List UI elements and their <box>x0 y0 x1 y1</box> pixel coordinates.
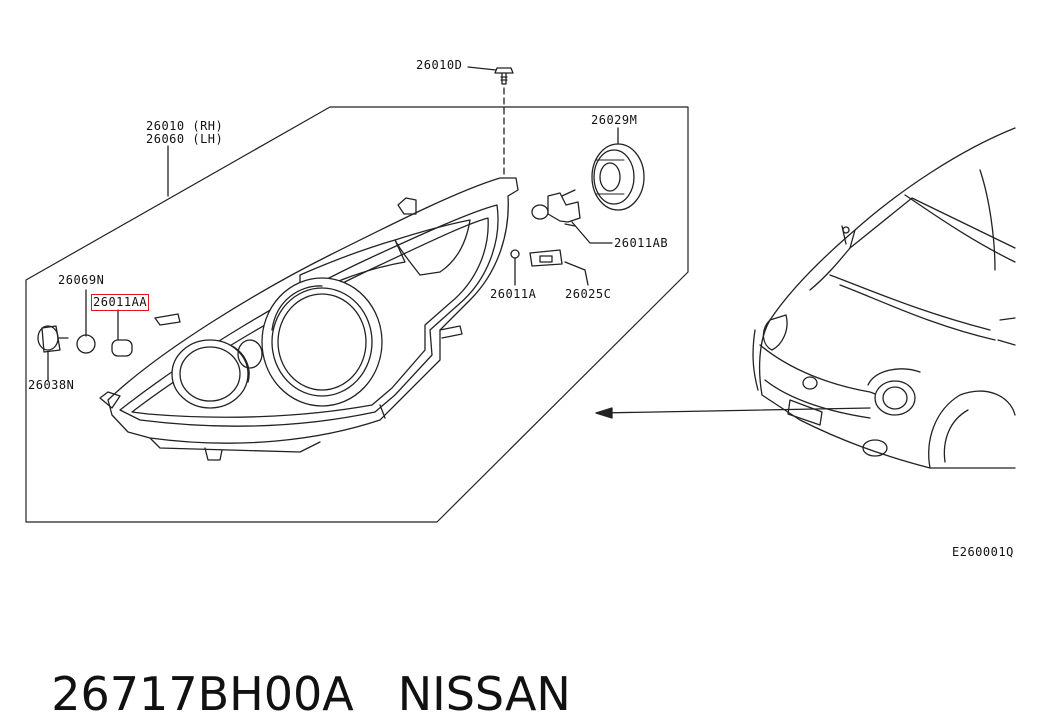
label-26060-lh: 26060 (LH) <box>146 132 224 146</box>
label-26010-rh: 26010 (RH) <box>146 119 224 133</box>
label-26011AB: 26011AB <box>614 236 669 250</box>
label-26025C: 26025C <box>565 287 612 301</box>
position-lamp-socket-icon <box>529 249 563 267</box>
caption-part-number: 26717BH00A <box>51 667 354 721</box>
bulb-socket-26038n-icon <box>37 325 69 353</box>
leader-26010D <box>467 66 497 71</box>
headlamp-assembly-icon <box>99 177 519 461</box>
screw-icon <box>494 67 514 85</box>
caption-brand: NISSAN <box>397 667 571 721</box>
leader-26025C <box>564 261 589 286</box>
exploded-view-frame <box>25 106 689 523</box>
label-26038N: 26038N <box>28 378 75 392</box>
location-arrow <box>599 407 871 414</box>
parts-diagram: 26010D 26010 (RH) 26060 (LH) 26029M 2601… <box>25 58 1016 559</box>
label-26011A: 26011A <box>490 287 537 301</box>
diagram-code: E260001Q <box>952 545 1014 559</box>
label-26029M: 26029M <box>591 113 638 127</box>
leader-26011AB <box>571 221 613 244</box>
label-26010D: 26010D <box>416 58 463 72</box>
socket-cap-icon <box>591 143 645 211</box>
label-26069N: 26069N <box>58 273 105 287</box>
seal-ring-icon <box>76 334 96 354</box>
label-26011AA-highlighted: 26011AA <box>90 294 150 311</box>
wedge-bulb-26011aa-icon <box>111 339 133 357</box>
car-front-view-icon <box>752 127 1016 469</box>
arrow-head-icon <box>595 407 613 419</box>
wedge-bulb-icon <box>510 249 520 259</box>
caption: 26717BH00A NISSAN <box>22 598 571 721</box>
diagram-drawing <box>25 66 1016 523</box>
h4-bulb-icon <box>531 189 581 227</box>
